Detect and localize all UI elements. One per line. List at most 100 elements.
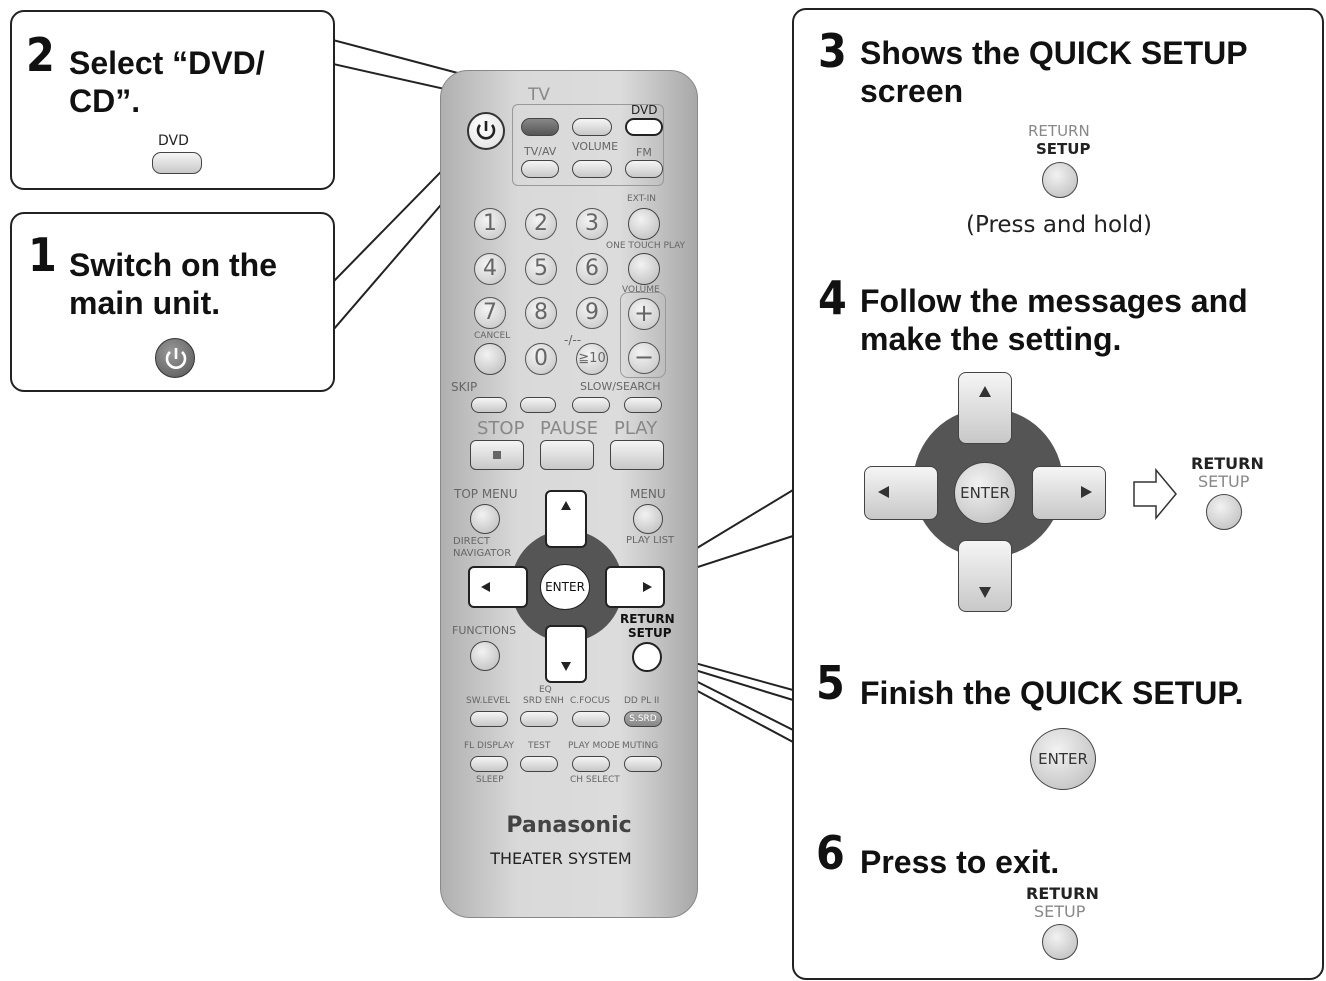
c-focus-button[interactable] (572, 711, 610, 727)
test-label: TEST (528, 741, 551, 751)
digit-3-button[interactable]: 3 (576, 208, 608, 240)
digit-7-button[interactable]: 7 (474, 297, 506, 329)
skip-forward-button[interactable] (520, 397, 556, 413)
power-button[interactable] (155, 338, 195, 378)
menu-label: MENU (630, 487, 666, 501)
c-focus-label: C.FOCUS (570, 696, 610, 706)
remote-down-button[interactable] (545, 625, 587, 683)
digit-9-button[interactable]: 9 (576, 297, 608, 329)
tv-power-button[interactable] (521, 118, 559, 136)
fm-button[interactable] (625, 160, 663, 178)
functions-button[interactable] (470, 641, 500, 671)
step-2-box: 2 Select “DVD/ CD”. DVD (10, 10, 335, 190)
tv-av-label: TV/AV (524, 145, 557, 158)
srd-enh-button[interactable] (520, 711, 558, 727)
stop-label: STOP (477, 418, 525, 439)
functions-label: FUNCTIONS (452, 624, 517, 637)
ext-in-label: EXT-IN (627, 194, 656, 204)
one-touch-play-label: ONE TOUCH PLAY (606, 241, 686, 251)
digit-6-button[interactable]: 6 (576, 253, 608, 285)
setup-label: SETUP (1198, 472, 1250, 491)
return-label: RETURN (1028, 122, 1090, 140)
down-button[interactable] (958, 540, 1012, 612)
step-number: 5 (816, 656, 845, 710)
step-1-box: 1 Switch on the main unit. (10, 212, 335, 392)
up-button[interactable] (958, 372, 1012, 444)
step-text: Select “DVD/ CD”. (69, 45, 265, 119)
volume2-label: VOLUME (622, 285, 660, 295)
one-touch-play-button[interactable] (628, 253, 660, 285)
setup-label: SETUP (1036, 140, 1091, 158)
fl-display-label: FL DISPLAY (464, 741, 514, 751)
stop-button[interactable] (470, 440, 524, 470)
remote-dvd-button[interactable] (625, 118, 663, 136)
cancel-button[interactable] (474, 343, 506, 375)
ext-in-button[interactable] (628, 208, 660, 240)
search-back-button[interactable] (572, 397, 610, 413)
play-list-label: PLAY LIST (626, 535, 675, 546)
digit-1-button[interactable]: 1 (474, 208, 506, 240)
return-label: RETURN (1026, 884, 1099, 903)
play-mode-label: PLAY MODE (568, 741, 620, 751)
remote-enter-button[interactable]: ENTER (540, 564, 590, 610)
digit-0-button[interactable]: 0 (525, 343, 557, 375)
remote-up-button[interactable] (545, 490, 587, 548)
sw-level-button[interactable] (470, 711, 508, 727)
volume-down-button[interactable]: − (628, 342, 660, 374)
test-button[interactable] (520, 756, 558, 772)
step-text: Follow the messages and make the setting… (860, 283, 1248, 357)
enter-button[interactable]: ENTER (1030, 728, 1096, 790)
direct-navigator-label: DIRECT NAVIGATOR (453, 536, 512, 559)
step-number: 1 (28, 228, 57, 282)
digit-2-button[interactable]: 2 (525, 208, 557, 240)
fm-label: FM (636, 146, 652, 159)
muting-button[interactable] (624, 756, 662, 772)
left-button[interactable] (864, 466, 938, 520)
ten-plus-button[interactable]: ≧10 (576, 343, 608, 375)
tv-volume-up-button[interactable] (572, 118, 612, 136)
remote-return-setup-button[interactable] (632, 642, 662, 672)
menu-button[interactable] (633, 504, 663, 534)
return-label: RETURN (1191, 454, 1264, 473)
srd-enh-label: SRD ENH (523, 696, 564, 706)
enter-button[interactable]: ENTER (954, 462, 1016, 524)
step-number: 6 (816, 826, 845, 880)
ten-plus-label: -/-- (564, 333, 582, 347)
digit-4-button[interactable]: 4 (474, 253, 506, 285)
skip-back-button[interactable] (471, 397, 507, 413)
step-number: 4 (818, 271, 847, 325)
remote-right-button[interactable] (605, 566, 665, 608)
step-text: Shows the QUICK SETUP screen (860, 35, 1248, 109)
top-menu-button[interactable] (470, 504, 500, 534)
remote-power-button[interactable] (467, 112, 505, 150)
ch-select-label: CH SELECT (570, 775, 620, 785)
right-button[interactable] (1032, 466, 1106, 520)
digit-8-button[interactable]: 8 (525, 297, 557, 329)
return-setup-button[interactable] (1042, 924, 1078, 960)
step-text: Finish the QUICK SETUP. (860, 675, 1244, 711)
step-number: 3 (818, 24, 847, 78)
play-button[interactable] (610, 440, 664, 470)
play-mode-button[interactable] (572, 756, 610, 772)
tv-volume-down-button[interactable] (572, 160, 612, 178)
fl-display-button[interactable] (470, 756, 508, 772)
setup-label: SETUP (628, 626, 672, 640)
volume-up-button[interactable]: + (628, 298, 660, 330)
digit-5-button[interactable]: 5 (525, 253, 557, 285)
pause-button[interactable] (540, 440, 594, 470)
tv-av-button[interactable] (521, 160, 559, 178)
return-setup-button[interactable] (1206, 494, 1242, 530)
step-text: Press to exit. (860, 844, 1060, 880)
power-icon (476, 121, 496, 140)
power-icon (165, 348, 187, 369)
model-name: THEATER SYSTEM (490, 849, 632, 868)
step-text: Switch on the main unit. (69, 247, 277, 321)
search-forward-button[interactable] (624, 397, 662, 413)
return-setup-button[interactable] (1042, 162, 1078, 198)
eq-label: EQ (539, 685, 552, 695)
skip-label: SKIP (451, 380, 478, 394)
dvd-button[interactable] (152, 152, 202, 174)
remote-left-button[interactable] (468, 566, 528, 608)
sleep-label: SLEEP (476, 775, 504, 785)
s-srd-button[interactable]: S.SRD (624, 711, 662, 727)
